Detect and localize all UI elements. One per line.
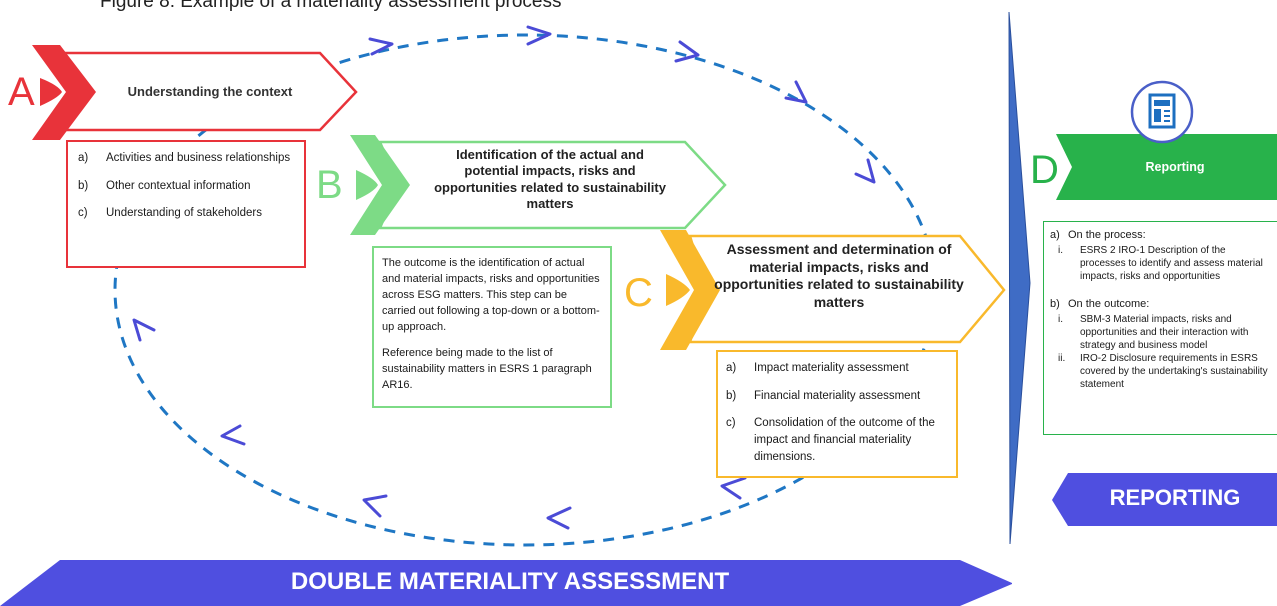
step-b-chevron <box>350 135 410 235</box>
step-d-process-item-text: ESRS 2 IRO-1 Description of the processe… <box>1080 244 1263 282</box>
reporting-label: REPORTING <box>1109 485 1241 510</box>
step-c-item-key: c) <box>726 417 736 430</box>
step-a-item-key: c) <box>78 207 88 220</box>
cycle-arrow-2 <box>526 25 552 46</box>
step-d-process-item: i. ESRS 2 IRO-1 Description of the proce… <box>1050 244 1271 283</box>
cycle-arrow-4 <box>784 80 808 104</box>
cycle-arrow-7 <box>546 506 572 530</box>
step-a-letter: A <box>8 70 35 114</box>
step-d-process-heading: a) On the process: <box>1050 228 1271 244</box>
step-a-marker <box>40 78 62 106</box>
step-a-title: Understanding the context <box>127 84 293 99</box>
step-c-letter: C <box>624 271 653 315</box>
step-a-list-box: a) Activities and business relationships… <box>66 140 306 268</box>
step-d-list-box: a) On the process: i. ESRS 2 IRO-1 Descr… <box>1043 221 1277 435</box>
step-b-reference-text: Reference being made to the list of sust… <box>382 346 592 391</box>
step-c-item: b) Financial materiality assessment <box>726 388 948 405</box>
step-a-item-text: Understanding of stakeholders <box>106 207 262 220</box>
step-d-outcome-item-text: SBM-3 Material impacts, risks and opport… <box>1080 313 1249 351</box>
step-c-item-key: a) <box>726 362 737 374</box>
cycle-arrow-5 <box>854 158 876 184</box>
step-d-banner <box>1056 134 1277 200</box>
step-a-item: a) Activities and business relationships <box>78 150 294 167</box>
step-c-chevron <box>660 230 720 350</box>
step-a-item-text: Other contextual information <box>106 179 251 192</box>
step-c-item: a) Impact materiality assessment <box>726 360 948 377</box>
step-d-outcome-item: i. SBM-3 Material impacts, risks and opp… <box>1050 313 1271 352</box>
cycle-arrow-8 <box>362 494 388 518</box>
cycle-arrow-9 <box>220 424 246 446</box>
cycle-arrow-6 <box>720 476 747 500</box>
cycle-arrow-3 <box>674 40 700 63</box>
reporting-banner <box>1052 473 1277 526</box>
step-a-item-key: b) <box>78 179 89 192</box>
step-a-item-key: a) <box>78 152 89 164</box>
step-c-item-text: Impact materiality assessment <box>754 362 909 374</box>
step-d-outcome-item-key: ii. <box>1058 352 1066 364</box>
double-materiality-banner <box>0 560 1012 606</box>
step-c-item: c) Consolidation of the outcome of the i… <box>726 415 948 465</box>
reporting-divider-arrow <box>1008 11 1031 545</box>
step-d-outcome-key: b) <box>1050 297 1060 310</box>
step-c-item-key: b) <box>726 389 737 402</box>
report-document-icon <box>1148 93 1176 129</box>
step-c-list-box: a) Impact materiality assessment b) Fina… <box>716 350 958 478</box>
step-d-process-key: a) <box>1050 229 1060 241</box>
step-d-outcome-item: ii. IRO-2 Disclosure requirements in ESR… <box>1050 352 1271 391</box>
double-materiality-label: DOUBLE MATERIALITY ASSESSMENT <box>290 568 730 595</box>
step-b-letter: B <box>316 163 343 207</box>
step-c-title: Assessment and determination of material… <box>714 241 964 310</box>
step-a-chevron <box>32 45 96 140</box>
step-d-title: Reporting <box>1145 160 1205 174</box>
step-d-outcome-heading: b) On the outcome: <box>1050 297 1271 313</box>
step-c-item-text: Financial materiality assessment <box>754 389 921 402</box>
step-c-marker <box>666 274 690 306</box>
step-b-outcome-box: The outcome is the identification of act… <box>372 246 612 408</box>
cycle-arrow-10 <box>132 318 156 342</box>
step-d-process-item-key: i. <box>1058 244 1063 256</box>
step-a-item-text: Activities and business relationships <box>106 152 291 164</box>
step-d-letter: D <box>1030 148 1059 192</box>
step-c-item-text: Consolidation of the outcome of the impa… <box>754 417 935 463</box>
step-b-outcome-text: The outcome is the identification of act… <box>382 257 600 333</box>
step-b-marker <box>356 170 378 200</box>
step-d-outcome-item-key: i. <box>1058 313 1063 325</box>
step-d-process-label: On the process: <box>1068 229 1146 241</box>
figure-caption: Figure 8: Example of a materiality asses… <box>100 0 562 12</box>
step-a-item: b) Other contextual information <box>78 178 294 195</box>
cycle-arrow-1 <box>368 37 394 56</box>
step-d-outcome-label: On the outcome: <box>1068 297 1150 310</box>
step-b-title: Identification of the actual and potenti… <box>434 147 666 211</box>
step-a-item: c) Understanding of stakeholders <box>78 205 294 222</box>
step-d-outcome-item-text: IRO-2 Disclosure requirements in ESRS co… <box>1080 352 1268 390</box>
